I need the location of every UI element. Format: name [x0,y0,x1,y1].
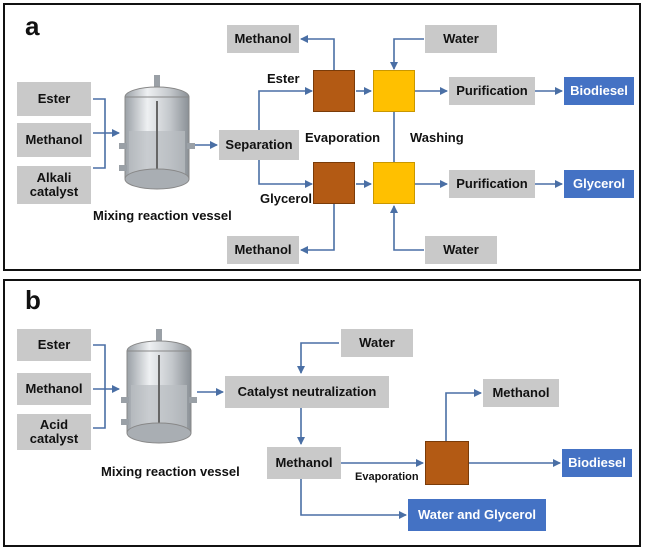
panel-a-arrows [93,35,563,254]
water-top-box: Water [425,25,497,53]
arrow-a-methanol-bottom [300,204,335,254]
input-alkali-catalyst: Alkali catalyst [17,166,91,204]
methanol-mid-box: Methanol [267,447,341,479]
vessel-caption-a: Mixing reaction vessel [93,208,232,223]
washer-bottom [373,162,415,204]
mixing-vessel-icon-b [121,329,197,444]
arrow-a-ester-branch [258,87,313,133]
vessel-caption-b: Mixing reaction vessel [101,464,240,479]
water-box-b: Water [341,329,413,357]
methanol-out-box-b: Methanol [483,379,559,407]
input-acid-catalyst: Acid catalyst [17,414,91,450]
biodiesel-product-a: Biodiesel [564,77,634,105]
panel-a: a [3,3,641,271]
water-glycerol-product: Water and Glycerol [408,499,546,531]
arrow-b-input-bracket [93,344,106,429]
arrow-a-glycerol-branch [258,157,313,188]
washing-label: Washing [410,130,464,145]
glycerol-product-a: Glycerol [564,170,634,198]
biodiesel-product-b: Biodiesel [562,449,632,477]
panel-b: b Ester Methanol Acid catalyst [3,279,641,547]
input-methanol-b: Methanol [17,373,91,405]
arrow-b-to-water-glycerol [300,479,407,519]
arrow-a-water-bottom [390,205,424,251]
input-ester-b: Ester [17,329,91,361]
arrow-a-water-top [390,38,424,70]
evaporation-label-a: Evaporation [305,130,381,145]
purification-top-box: Purification [449,77,535,105]
evaporator-top [313,70,355,112]
panel-b-arrows [93,342,561,519]
separation-box: Separation [219,130,299,160]
input-methanol: Methanol [17,123,91,157]
evaporation-label-b: Evaporation [355,471,419,483]
arrow-a-methanol-top [300,35,335,71]
purification-bottom-box: Purification [449,170,535,198]
glycerol-branch-label: Glycerol [260,191,313,206]
mixing-vessel-icon [119,75,195,190]
washer-top [373,70,415,112]
input-ester: Ester [17,82,91,116]
catalyst-neutralization-box: Catalyst neutralization [225,376,389,408]
arrow-b-methanol-out [445,389,482,441]
panel-b-letter: b [25,285,41,315]
evaporator-bottom [313,162,355,204]
methanol-bottom-box: Methanol [227,236,299,264]
methanol-top-box: Methanol [227,25,299,53]
water-bottom-box: Water [425,236,497,264]
arrow-b-water-in [297,342,339,374]
panel-a-letter: a [25,11,40,41]
ester-branch-label: Ester [267,71,300,86]
evaporator-b [425,441,469,485]
